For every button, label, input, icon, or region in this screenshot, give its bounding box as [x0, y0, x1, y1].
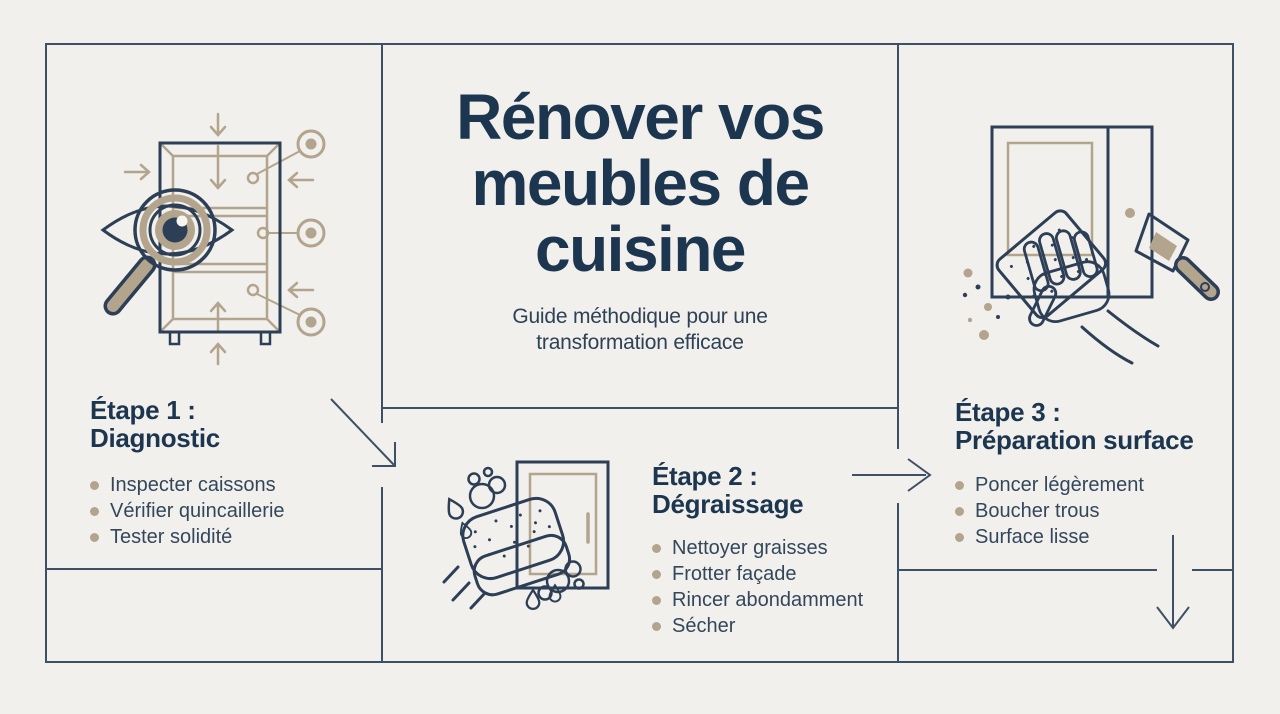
list-item: Surface lisse	[955, 524, 1233, 550]
water-drops	[447, 497, 562, 611]
bullet-text: Vérifier quincaillerie	[110, 499, 285, 522]
step-1-heading-line-2: Diagnostic	[90, 423, 220, 453]
bullet-dot	[955, 532, 964, 542]
page-subtitle-line-1: Guide méthodique pour une	[512, 305, 768, 328]
bullet-dot	[652, 595, 661, 605]
step-1-heading-line-1: Étape 1 :	[90, 395, 196, 425]
sponge	[461, 496, 572, 597]
bullet-text: Tester solidité	[110, 525, 233, 548]
inspection-arrows	[123, 112, 315, 366]
bullet-text: Poncer légèrement	[975, 473, 1144, 496]
step-3-bullet-list: Poncer légèrement Boucher trous Surface …	[955, 472, 1233, 550]
page-subtitle-line-2: transformation efficace	[536, 331, 744, 354]
list-item: Frotter façade	[652, 561, 898, 587]
outer-border	[45, 43, 1234, 663]
bullet-dot	[955, 506, 964, 516]
sanding-hand-icon	[962, 125, 1220, 365]
step-2-heading: Étape 2 : Dégraissage	[652, 462, 898, 518]
bullet-dot	[652, 543, 661, 553]
list-item: Sécher	[652, 613, 898, 639]
bullet-text: Rincer abondamment	[672, 588, 864, 611]
step-3-heading-line-1: Étape 3 :	[955, 397, 1061, 427]
bullet-dot	[652, 621, 661, 631]
magnifying-glass-eye-cabinet-icon	[100, 112, 326, 366]
eye-magnifier	[100, 188, 235, 316]
step-3-heading-line-2: Préparation surface	[955, 425, 1194, 455]
page-title-line-2: meubles de	[471, 147, 810, 219]
list-item: Inspecter caissons	[90, 472, 370, 498]
motion-lines	[442, 565, 487, 610]
bullet-text: Inspecter caissons	[110, 473, 276, 496]
callout-markers	[246, 129, 326, 337]
step-2-heading-line-1: Étape 2 :	[652, 461, 758, 491]
bullet-dot	[90, 480, 99, 490]
bullet-dot	[90, 532, 99, 542]
step-1-bullet-list: Inspecter caissons Vérifier quincailleri…	[90, 472, 370, 550]
bullet-text: Nettoyer graisses	[672, 536, 828, 559]
step-2-panel: Étape 2 : Dégraissage Nettoyer graisses …	[652, 462, 898, 639]
dust-particles	[962, 268, 1011, 340]
bullet-text: Surface lisse	[975, 525, 1090, 548]
soap-bubbles	[467, 466, 585, 601]
step-1-heading: Étape 1 : Diagnostic	[90, 396, 370, 452]
bullet-dot	[90, 506, 99, 516]
cabinet-door-frame	[990, 125, 1154, 299]
bullet-dot	[955, 480, 964, 490]
list-item: Vérifier quincaillerie	[90, 498, 370, 524]
putty-knife	[1134, 212, 1220, 301]
list-item: Boucher trous	[955, 498, 1233, 524]
wrist-lines	[1080, 309, 1160, 365]
sponge-cleaning-icon	[442, 460, 610, 611]
list-item: Poncer légèrement	[955, 472, 1233, 498]
hand	[1022, 229, 1111, 327]
step-2-bullet-list: Nettoyer graisses Frotter façade Rincer …	[652, 535, 898, 639]
page-subtitle: Guide méthodique pour une transformation…	[382, 304, 898, 356]
bullet-text: Frotter façade	[672, 562, 797, 585]
flow-arrows	[330, 398, 1190, 630]
step-3-panel: Étape 3 : Préparation surface Poncer lég…	[955, 398, 1233, 550]
bullet-text: Boucher trous	[975, 499, 1100, 522]
step-1-panel: Étape 1 : Diagnostic Inspecter caissons …	[90, 396, 370, 550]
list-item: Rincer abondamment	[652, 587, 898, 613]
step-3-heading: Étape 3 : Préparation surface	[955, 398, 1233, 454]
cabinet-door-outline	[515, 460, 610, 590]
bullet-dot	[652, 569, 661, 579]
title-block: Rénover vos meubles de cuisine Guide mét…	[382, 84, 898, 356]
page-title-line-3: cuisine	[534, 213, 747, 285]
list-item: Nettoyer graisses	[652, 535, 898, 561]
down-arrow-icon	[1156, 535, 1190, 630]
bullet-text: Sécher	[672, 614, 736, 637]
panel-grid	[45, 43, 1234, 663]
page-title-line-1: Rénover vos	[456, 81, 825, 153]
diagonal-arrow-icon	[330, 398, 396, 467]
right-arrow-icon	[852, 458, 932, 492]
list-item: Tester solidité	[90, 524, 370, 550]
step-2-heading-line-2: Dégraissage	[652, 489, 804, 519]
sponge-speckles	[473, 509, 551, 558]
